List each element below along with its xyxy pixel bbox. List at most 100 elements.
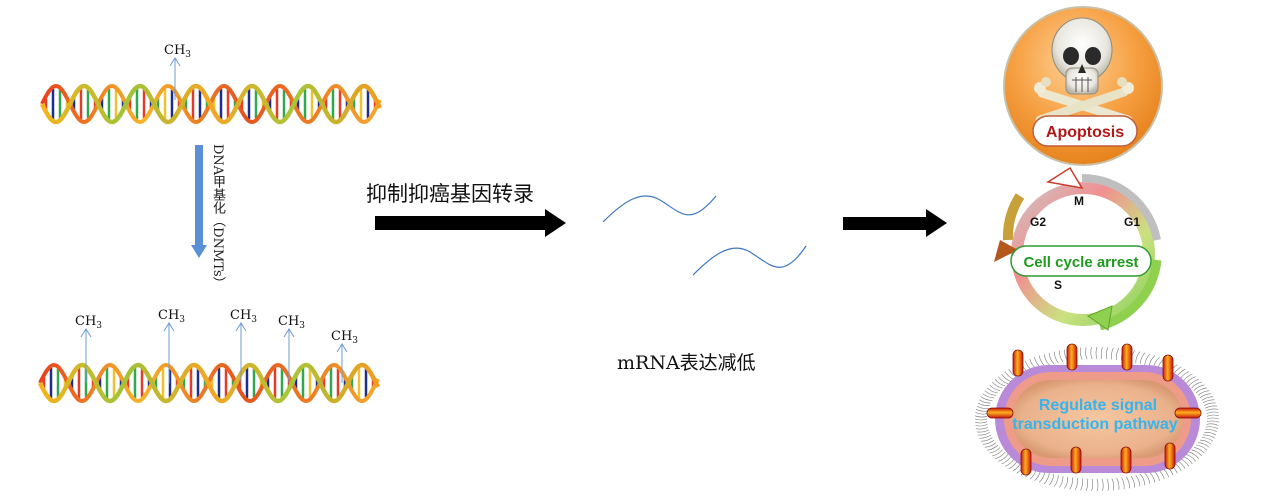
signal-label-line1: Regulate signal — [1039, 397, 1157, 414]
cilium — [1139, 352, 1146, 364]
cilium — [998, 454, 1009, 462]
cilium — [1001, 373, 1012, 382]
methylation-arrow — [191, 145, 207, 258]
cycle-arrow-bottom — [1098, 259, 1162, 331]
cilium — [1205, 426, 1219, 429]
receptor-tube — [1070, 446, 1082, 474]
cilium — [1004, 458, 1015, 467]
cilium — [1204, 402, 1216, 406]
cilium — [989, 447, 1001, 454]
apoptosis-badge — [1032, 115, 1138, 147]
receptor-tube — [1121, 343, 1133, 371]
receptor-tube — [1174, 407, 1202, 419]
receptor-tube — [986, 407, 1014, 419]
cilium — [1188, 451, 1200, 459]
dna-backbone — [39, 83, 383, 125]
cilium — [994, 379, 1006, 387]
receptor-tube — [1066, 343, 1078, 371]
cilium — [1195, 387, 1207, 394]
cilium — [1204, 431, 1217, 436]
cilium — [1116, 477, 1120, 490]
cilium — [1053, 475, 1059, 487]
cilium — [1038, 471, 1046, 483]
cilium — [980, 437, 993, 442]
cilium — [1206, 420, 1220, 423]
cilium — [1053, 351, 1059, 363]
cilium — [998, 376, 1009, 384]
cilium — [1043, 473, 1050, 485]
cilium — [1201, 437, 1214, 442]
cilium — [1139, 474, 1146, 486]
cilium — [1090, 347, 1093, 360]
methyl-label: CH3 — [158, 308, 185, 325]
mrna-curve-2 — [692, 245, 807, 276]
cilium — [1126, 476, 1130, 489]
cilium — [1043, 354, 1050, 366]
methyl-label: CH3 — [230, 308, 257, 325]
cilium — [1206, 423, 1219, 426]
cilium — [989, 384, 1001, 391]
cilium — [1059, 476, 1064, 488]
cilium — [1188, 379, 1199, 387]
cilium — [1074, 477, 1078, 490]
methyl-arrow-head — [336, 343, 348, 353]
phase-label-m: M — [1074, 194, 1084, 208]
receptor-tube — [1012, 349, 1024, 377]
methyl-arrow-head — [283, 328, 295, 338]
cilium — [1135, 351, 1141, 363]
cilium — [974, 415, 988, 418]
receptor-tube — [1162, 354, 1174, 382]
methyl-arrow-head — [163, 322, 175, 332]
cilium — [1191, 449, 1202, 457]
methyl-arrow-head — [235, 322, 247, 332]
cycle-arrowhead-left — [994, 240, 1018, 262]
cilium — [1205, 405, 1218, 409]
cilium — [995, 451, 1006, 459]
cell-cycle-badge — [1010, 245, 1152, 277]
mrna-strands — [602, 195, 807, 276]
cilium — [1059, 350, 1064, 363]
cilium — [1064, 476, 1069, 489]
cilium — [1197, 390, 1210, 396]
cilium — [1202, 399, 1215, 404]
cilium — [974, 418, 988, 421]
bacterium-cell: Regulate signal transduction pathway — [974, 343, 1220, 492]
cilium — [1048, 474, 1055, 486]
cilium — [1148, 471, 1156, 483]
methyl-label: CH3 — [278, 314, 305, 331]
cilium — [984, 390, 996, 396]
cilium — [1096, 478, 1099, 492]
cilium — [1193, 384, 1205, 391]
cilium — [982, 439, 995, 445]
methyl-label: CH3 — [331, 329, 358, 346]
transcription-arrow — [375, 209, 566, 237]
cell-cilia — [974, 346, 1220, 492]
cilium — [1079, 347, 1083, 360]
cilium — [1205, 429, 1218, 433]
cilium — [980, 396, 993, 401]
cilium — [1069, 477, 1073, 490]
cilium — [977, 402, 990, 407]
cilium — [1144, 472, 1151, 484]
dna-helix-bottom — [37, 362, 381, 404]
cilium — [1085, 478, 1088, 491]
phase-label-s: S — [1054, 278, 1062, 292]
apoptosis-label: Apoptosis — [1046, 124, 1124, 141]
receptor-tube — [1020, 448, 1032, 476]
cilium — [1185, 454, 1196, 462]
phase-label-g2: G2 — [1030, 215, 1046, 229]
mrna-label: mRNA表达减低 — [617, 352, 756, 374]
cilium — [1038, 355, 1046, 367]
cilium — [1100, 346, 1103, 360]
cilium — [976, 426, 989, 430]
cilium — [982, 393, 995, 399]
mrna-curve-1 — [602, 195, 717, 223]
cilium — [1199, 439, 1212, 445]
cilium — [1080, 478, 1083, 491]
cilium — [1201, 396, 1214, 401]
signal-label-line2: transduction pathway — [1012, 416, 1177, 433]
cilium — [1130, 475, 1135, 488]
apoptosis-icon: Apoptosis — [1003, 6, 1163, 166]
cilium — [1106, 347, 1109, 360]
